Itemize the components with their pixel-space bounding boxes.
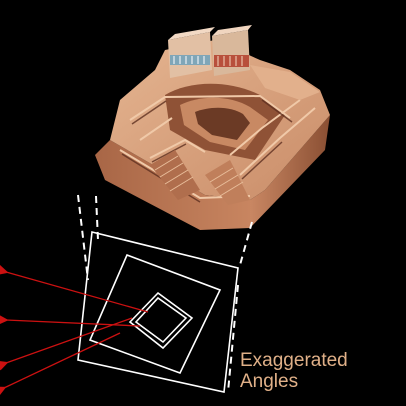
plan-inner-square <box>128 291 194 350</box>
model-right-face <box>250 115 330 228</box>
projection-line-right <box>239 221 253 266</box>
red-arrow-3 <box>0 317 133 371</box>
model-courtyard <box>195 107 250 140</box>
model-shrine-left <box>168 27 215 78</box>
pyramid-temple-model <box>95 25 330 230</box>
projection-line-bottom <box>227 284 239 393</box>
red-arrow-1 <box>0 264 149 313</box>
projection-line-left <box>77 194 89 281</box>
red-arrow-2 <box>0 314 141 327</box>
plan-middle-square <box>88 253 222 375</box>
model-stair-right <box>205 160 250 205</box>
model-step-ledges <box>119 94 316 200</box>
red-arrow-4 <box>0 332 121 397</box>
caption-line-2: Angles <box>240 371 299 392</box>
model-upper-shoulder <box>250 65 320 100</box>
model-stair-treads <box>154 155 244 197</box>
red-arrows <box>0 264 149 397</box>
plan-outer-square <box>77 231 239 393</box>
caption: Exaggerated Angles <box>240 350 400 392</box>
model-shrine-right <box>212 25 252 76</box>
plan-core-square <box>134 296 188 344</box>
nested-square-plan <box>77 231 239 393</box>
model-stair-left <box>150 150 200 200</box>
caption-line-1: Exaggerated <box>240 350 348 371</box>
